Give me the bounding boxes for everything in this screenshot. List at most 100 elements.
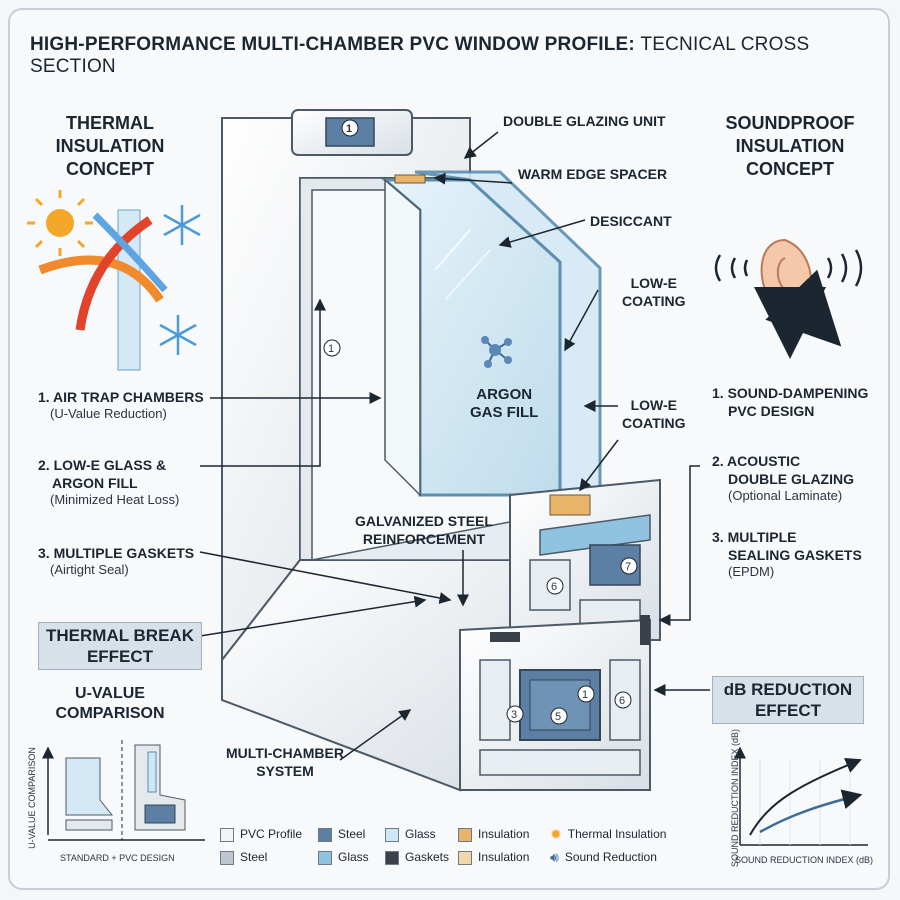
legend-item: Insulation	[458, 850, 529, 865]
spacer-callout: WARM EDGE SPACER	[518, 166, 668, 182]
sealing-sub: (EPDM)	[728, 564, 775, 579]
u-value-heading: U-VALUE COMPARISON	[40, 684, 180, 724]
legend-label: PVC Profile	[240, 827, 303, 841]
soundproof-heading-line: INSULATION	[735, 136, 845, 156]
title-rest: TECNICAL CROSS SECTION	[30, 34, 810, 77]
snowflake-icon	[159, 315, 197, 355]
legend-item: 🔊︎Sound Reduction	[550, 850, 657, 865]
air-trap-label: 1. AIR TRAP CHAMBERS	[38, 389, 204, 405]
legend-swatch	[458, 827, 472, 842]
sash-profile	[509, 478, 661, 641]
argon-line: ARGON	[476, 386, 533, 403]
title-bold: HIGH-PERFORMANCE MULTI-CHAMBER PVC WINDO…	[30, 34, 635, 55]
multi-line: MULTI-CHAMBER	[226, 745, 344, 761]
lowe-glass-label: 2. LOW-E GLASS &	[38, 457, 167, 473]
ear-icon	[760, 238, 813, 316]
legend-item: Gaskets	[385, 850, 449, 865]
legend-item: PVC Profile	[220, 827, 302, 842]
acoustic-label-2: DOUBLE GLAZING	[728, 471, 854, 487]
chamber-number: 6	[619, 695, 626, 707]
gasket	[640, 615, 650, 645]
db-reduction-box: dB REDUCTION EFFECT	[712, 676, 864, 724]
sealing-label: 3. MULTIPLE	[712, 529, 797, 545]
gaskets-sub: (Airtight Seal)	[50, 562, 129, 577]
air-trap-sub: (U-Value Reduction)	[50, 406, 167, 421]
callout-lines	[199, 131, 710, 761]
chamber-number: 5	[555, 711, 562, 723]
legend-swatch	[458, 850, 472, 865]
thermal-break-box: THERMAL BREAK EFFECT	[38, 622, 202, 670]
db-x-label: SOUND REDUCTION INDEX (dB)	[735, 855, 874, 865]
db-axis-label: SOUND REDUCTION INDEX (dB)	[730, 729, 740, 868]
steel-line: REINFORCEMENT	[362, 531, 486, 547]
sound-dampening-label: 1. SOUND-DAMPENING	[712, 385, 869, 401]
argon-callout: ARGON GAS FILL	[470, 386, 538, 422]
legend-swatch	[318, 850, 332, 865]
u-value-line: U-VALUE	[75, 685, 145, 702]
thermal-break-line: EFFECT	[86, 647, 154, 666]
legend-item: Insulation	[458, 827, 529, 842]
thermal-heading-line: INSULATION	[55, 136, 165, 156]
cold-arrow-icon	[92, 212, 168, 293]
legend-swatch	[385, 827, 399, 842]
thermal-heading-line: THERMAL	[66, 113, 154, 133]
lowe2-line: LOW-E	[630, 397, 677, 413]
chamber-number: 1	[346, 123, 353, 135]
thermal-heading: THERMAL INSULATION CONCEPT	[40, 112, 180, 181]
legend-label: Steel	[240, 850, 268, 864]
argon-line: GAS FILL	[470, 404, 539, 421]
multi-line: SYSTEM	[256, 763, 314, 779]
gaskets-label: 3. MULTIPLE GASKETS	[38, 545, 195, 561]
db-reduction-line: EFFECT	[754, 701, 822, 720]
legend-label: Steel	[338, 827, 366, 841]
chamber-number: 7	[625, 561, 632, 573]
legend-label: Gaskets	[405, 850, 450, 864]
db-reduction-line: dB REDUCTION	[723, 680, 853, 699]
chamber-number: 1	[582, 689, 589, 701]
u-value-x-label: STANDARD + PVC DESIGN	[60, 853, 175, 863]
warm-edge-spacer	[394, 174, 426, 184]
lowe1-callout: LOW-E COATING	[622, 274, 686, 310]
acoustic-label: 2. ACOUSTIC	[712, 453, 801, 469]
lowe2-line: COATING	[622, 415, 686, 431]
thermal-break-line: THERMAL BREAK	[46, 626, 194, 645]
sound-dampening-label-2: PVC DESIGN	[728, 403, 815, 419]
chamber-numbers	[323, 119, 638, 725]
lowe2-callout: LOW-E COATING	[622, 396, 686, 432]
lowe-glass-sub: (Minimized Heat Loss)	[50, 492, 180, 507]
snowflake-icon	[163, 205, 201, 245]
sun-icon: ✹	[550, 826, 562, 842]
sealing-label-2: SEALING GASKETS	[728, 547, 862, 563]
steel-callout: GALVANIZED STEEL REINFORCEMENT	[355, 512, 493, 548]
chamber-number: 1	[328, 343, 335, 355]
u-value-line: COMPARISON	[55, 705, 165, 722]
thermal-heading-line: CONCEPT	[65, 159, 154, 179]
sun-icon	[27, 190, 93, 256]
legend-item: Glass	[318, 850, 369, 865]
acoustic-sub: (Optional Laminate)	[728, 488, 843, 503]
u-value-axis-label: U-VALUE COMPARISON	[27, 747, 37, 849]
diagram-title: HIGH-PERFORMANCE MULTI-CHAMBER PVC WINDO…	[30, 34, 900, 78]
sound-arrow-icon	[765, 269, 842, 347]
legend-swatch	[220, 827, 234, 842]
glass-pane-icon	[117, 209, 141, 371]
legend-label: Thermal Insulation	[567, 827, 667, 841]
legend-item: Steel	[318, 827, 365, 842]
bottom-spacer	[549, 494, 591, 516]
lowe1-line: LOW-E	[630, 275, 677, 291]
speaker-icon: 🔊︎	[550, 849, 559, 865]
legend-label: Insulation	[478, 850, 530, 864]
legend-item: Steel	[220, 850, 267, 865]
u-value-graph	[42, 740, 205, 841]
db-graph	[734, 746, 868, 846]
lowe-glass-label-2: ARGON FILL	[52, 475, 138, 491]
legend-swatch	[220, 850, 234, 865]
legend-label: Glass	[338, 850, 369, 864]
chamber-number: 6	[551, 581, 558, 593]
legend-label: Glass	[405, 827, 436, 841]
steel-line: GALVANIZED STEEL	[355, 513, 493, 529]
gasket	[490, 632, 520, 642]
soundproof-heading-line: CONCEPT	[745, 159, 834, 179]
soundproof-heading-line: SOUNDPROOF	[725, 113, 855, 133]
